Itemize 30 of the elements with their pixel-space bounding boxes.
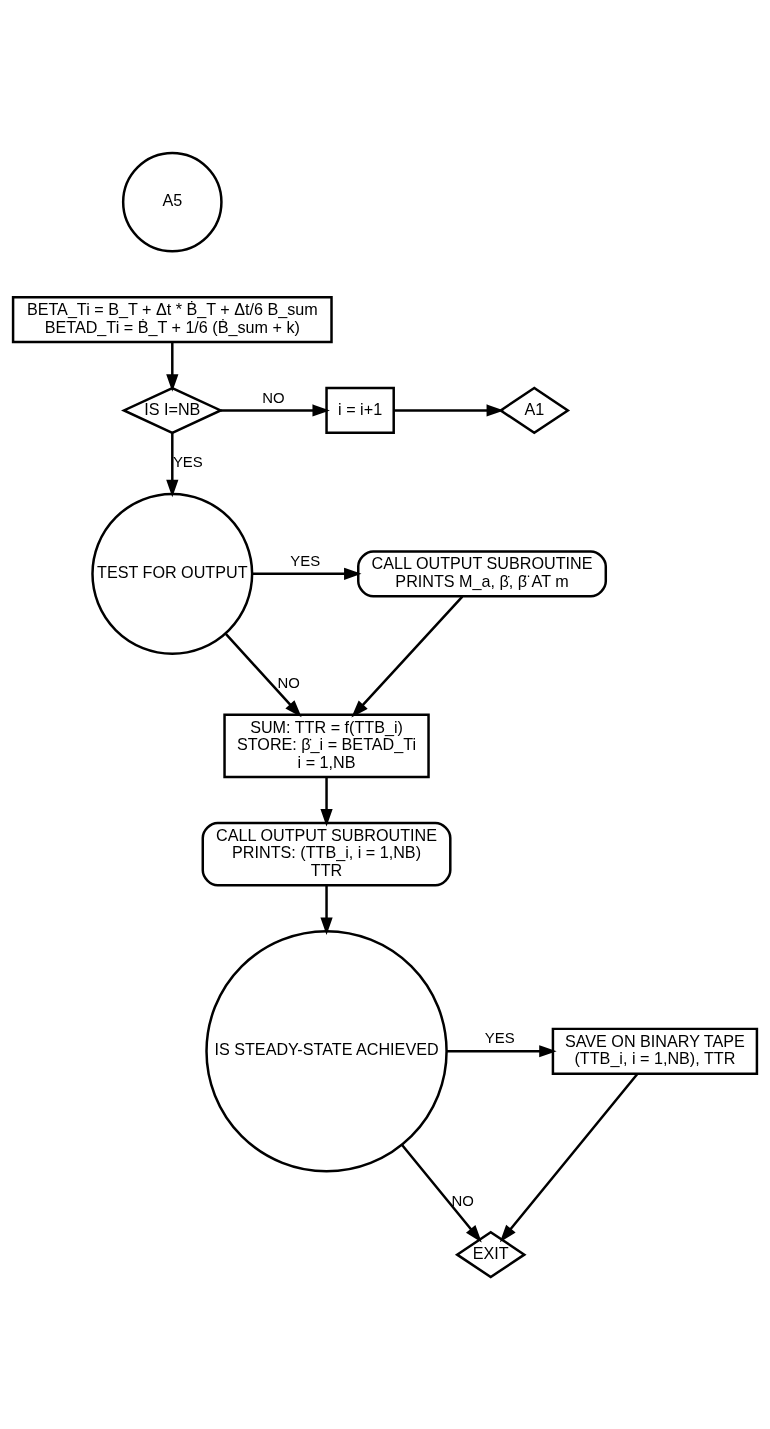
arrow [393, 403, 504, 417]
edge-label: YES [484, 1028, 515, 1046]
arrow [446, 1044, 557, 1057]
node-box: CALL OUTPUT SUBROUTINE PRINTS M_a, β̇, β̈ AT m [357, 549, 608, 597]
arrow [320, 776, 333, 827]
edge-label: YES [172, 452, 203, 470]
node-box: BETA_Ti = B_T + Δt * Ḃ_T + Δt/6 B_sum BETAD_Ti = Ḃ_T + 1/6 (Ḃ_sum + k) [11, 295, 333, 343]
arrow [252, 567, 362, 580]
arrow [320, 884, 333, 935]
node-box: CALL OUTPUT SUBROUTINE PRINTS: (TTB_i, i = 1,NB) TTR [201, 821, 452, 886]
edge-label: NO [451, 1191, 474, 1209]
arrow [499, 1072, 639, 1242]
arrow [224, 632, 302, 717]
arrow [166, 341, 179, 392]
node-circle: A5 [121, 151, 223, 252]
arrow [166, 432, 179, 497]
edge-label: NO [262, 388, 285, 405]
node-circle: IS STEADY-STATE ACHIEVED [205, 929, 448, 1173]
node-box: SAVE ON BINARY TAPE (TTB_i, i = 1,NB), TTR [551, 1027, 759, 1075]
arrow [220, 403, 330, 417]
edge-label: YES [290, 551, 321, 569]
edge-label: NO [277, 673, 300, 691]
node-circle: TEST FOR OUTPUT [91, 492, 254, 655]
arrow [400, 1143, 482, 1242]
node-diamond: A1 [498, 386, 571, 434]
node-box: i = i+1 [325, 386, 395, 434]
node-diamond: EXIT [454, 1230, 527, 1278]
arrow [351, 595, 464, 718]
node-box: SUM: TTR = f(TTB_i) STORE: β̇_i = BETAD_Ti i = 1,NB [223, 713, 430, 778]
node-diamond: IS I=NB [121, 386, 224, 434]
